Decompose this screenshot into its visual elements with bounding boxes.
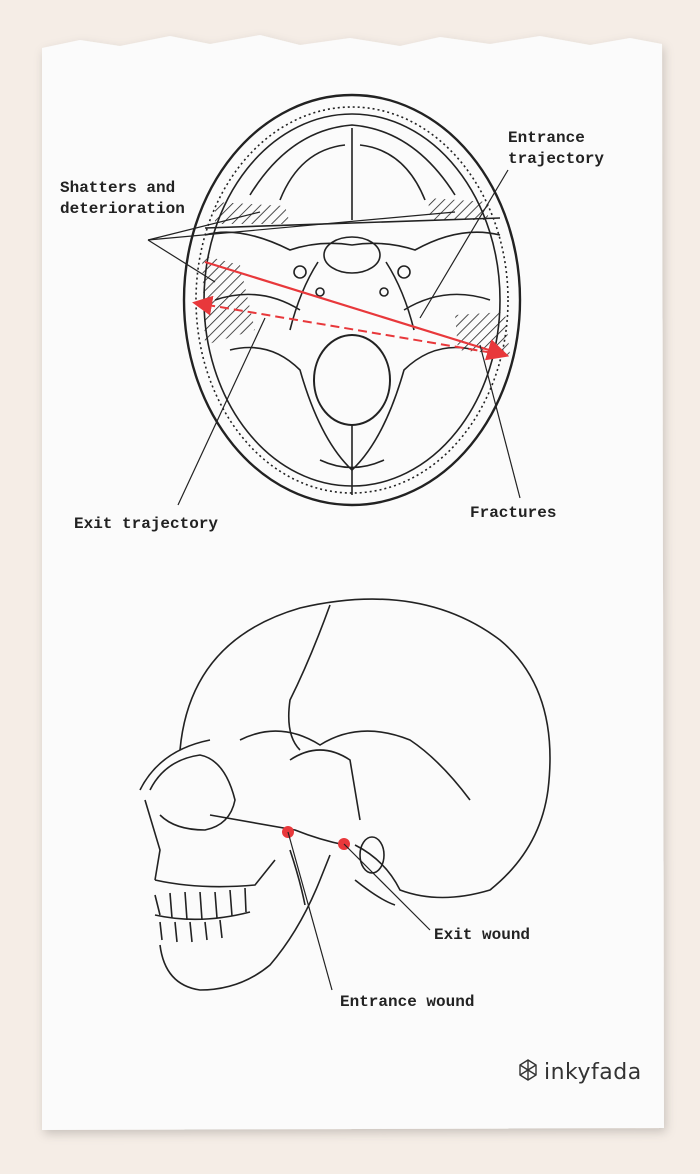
top-leader-lines [147, 169, 521, 506]
logo-text: inkyfada [544, 1060, 642, 1085]
inkyfada-mark-icon [519, 1059, 537, 1081]
entrance-wound-label: Entrance wound [340, 993, 475, 1011]
shatter-region-right-top [428, 198, 488, 220]
lateral-skull-diagram [139, 598, 551, 991]
shatter-region-left [202, 255, 255, 345]
bottom-leader-lines [287, 831, 431, 991]
fractures-label: Fractures [470, 504, 557, 522]
shatters-label: Shatters and deterioration [60, 179, 185, 218]
exit-trajectory-label: Exit trajectory [74, 515, 219, 533]
inkyfada-logo: inkyfada [520, 1060, 642, 1085]
entrance-trajectory-label: Entrance trajectory [508, 129, 605, 168]
entrance-trajectory-line [204, 260, 510, 361]
exit-trajectory-line [192, 295, 506, 356]
exit-wound-label: Exit wound [434, 926, 531, 944]
